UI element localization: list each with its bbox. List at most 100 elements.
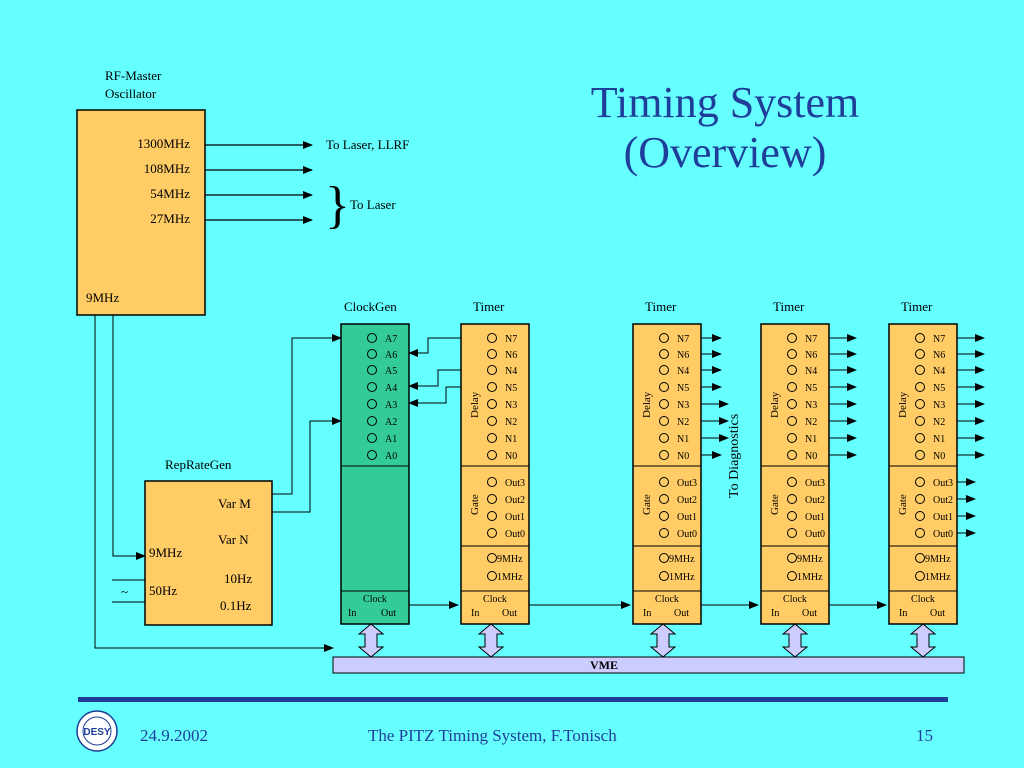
timer-led (787, 399, 797, 409)
timer-gate-label: Gate (469, 494, 481, 515)
timer-led (787, 365, 797, 375)
timer-channel-label: N4 (677, 366, 689, 377)
timer-clock-label: Clock (783, 594, 807, 605)
timer-led (915, 553, 925, 563)
timer-out-label: Out0 (677, 529, 697, 540)
timer-out-label: Out3 (933, 478, 953, 489)
repgen-var-m: Var M (218, 496, 251, 511)
timer-out-label: Out2 (505, 495, 525, 506)
timer-gate-label: Gate (641, 494, 653, 515)
timer-led (787, 494, 797, 504)
vme-double-arrow-icon (909, 623, 937, 658)
slide-title-line1: Timing System (590, 78, 860, 127)
timer-led (487, 433, 497, 443)
timer-channel-label: N1 (505, 434, 517, 445)
timer-led (787, 511, 797, 521)
timer-led (787, 528, 797, 538)
timer-out-label: Out3 (805, 478, 825, 489)
timer-led (487, 399, 497, 409)
timer-led (915, 477, 925, 487)
timer-led (487, 365, 497, 375)
timer-led (915, 433, 925, 443)
clockgen-channel-label: A0 (385, 451, 397, 462)
desy-logo-icon: DESY (76, 710, 118, 752)
clockgen-led (367, 399, 377, 409)
timer-led (787, 571, 797, 581)
timer-out-label: Out1 (805, 512, 825, 523)
timer-led (659, 416, 669, 426)
timer-channel-label: N6 (805, 350, 817, 361)
timer-led (659, 494, 669, 504)
timer-out-label: Out2 (677, 495, 697, 506)
timer-led (487, 416, 497, 426)
timer-led (487, 450, 497, 460)
timer-led (487, 511, 497, 521)
timer-out-clock-label: Out (674, 608, 689, 619)
timer-channel-label: N1 (805, 434, 817, 445)
timer-channel-label: N7 (505, 334, 517, 345)
vme-label: VME (590, 658, 618, 672)
clockgen-led (367, 365, 377, 375)
timer-out-clock-label: Out (802, 608, 817, 619)
timer-label: Timer (645, 299, 677, 314)
timer-led (487, 333, 497, 343)
footer-divider (78, 697, 948, 702)
timer-clk-label: 1MHz (497, 572, 523, 583)
timer-clk-label: 9MHz (497, 554, 523, 565)
vme-double-arrow-icon (649, 623, 677, 658)
timer-gate-label: Gate (897, 494, 909, 515)
timer-led (787, 553, 797, 563)
timer-led (659, 399, 669, 409)
timer-channel-label: N3 (805, 400, 817, 411)
timer-out-label: Out3 (677, 478, 697, 489)
timer-in-label: In (643, 608, 651, 619)
timer-channel-label: N7 (677, 334, 689, 345)
timer-led (659, 382, 669, 392)
clockgen-channel-label: A7 (385, 334, 397, 345)
label-to-diagnostics: To Diagnostics (727, 414, 742, 498)
timer-led (659, 433, 669, 443)
timer-out-label: Out3 (505, 478, 525, 489)
repgen-label: RepRateGen (165, 457, 232, 472)
timer-clk-label: 1MHz (925, 572, 951, 583)
timer-gate-label: Gate (769, 494, 781, 515)
timer-led (487, 494, 497, 504)
timer-led (487, 571, 497, 581)
clockgen-channel-label: A5 (385, 366, 397, 377)
clockgen-led (367, 433, 377, 443)
timer-led (659, 450, 669, 460)
slide-title-line2: (Overview) (623, 128, 827, 177)
oscillator-label-1: RF-Master (105, 68, 162, 83)
timer-channel-label: N4 (933, 366, 945, 377)
timer-channel-label: N3 (933, 400, 945, 411)
footer-page-number: 15 (916, 726, 933, 745)
timer-led (915, 333, 925, 343)
clockgen-led (367, 382, 377, 392)
label-to-laser: To Laser (350, 197, 396, 212)
clockgen-clock-label: Clock (363, 594, 387, 605)
footer-date: 24.9.2002 (140, 726, 208, 745)
timer-led (915, 528, 925, 538)
timer-channel-label: N2 (805, 417, 817, 428)
timer-led (487, 349, 497, 359)
timer-module: TimerDelayGateN7N6N4N5N3N2N1N0Out3Out2Ou… (632, 299, 729, 625)
line-n5-a3 (408, 386, 461, 407)
timer-clock-label: Clock (911, 594, 935, 605)
repgen-in-50hz: 50Hz (149, 583, 177, 598)
timer-out-label: Out0 (505, 529, 525, 540)
timer-led (787, 349, 797, 359)
timer-channel-label: N7 (805, 334, 817, 345)
timer-clk-label: 9MHz (925, 554, 951, 565)
clockgen-out-label: Out (381, 608, 396, 619)
repgen-in-9mhz: 9MHz (149, 545, 182, 560)
timer-channel-label: N6 (933, 350, 945, 361)
vme-double-arrow-icon (477, 623, 505, 658)
clockgen-led (367, 450, 377, 460)
oscillator-freq-108: 108MHz (144, 161, 190, 176)
repgen-out-01hz: 0.1Hz (220, 598, 252, 613)
timer-channel-label: N2 (933, 417, 945, 428)
timer-led (487, 477, 497, 487)
timer-clk-label: 9MHz (797, 554, 823, 565)
oscillator-label-2: Oscillator (105, 86, 157, 101)
